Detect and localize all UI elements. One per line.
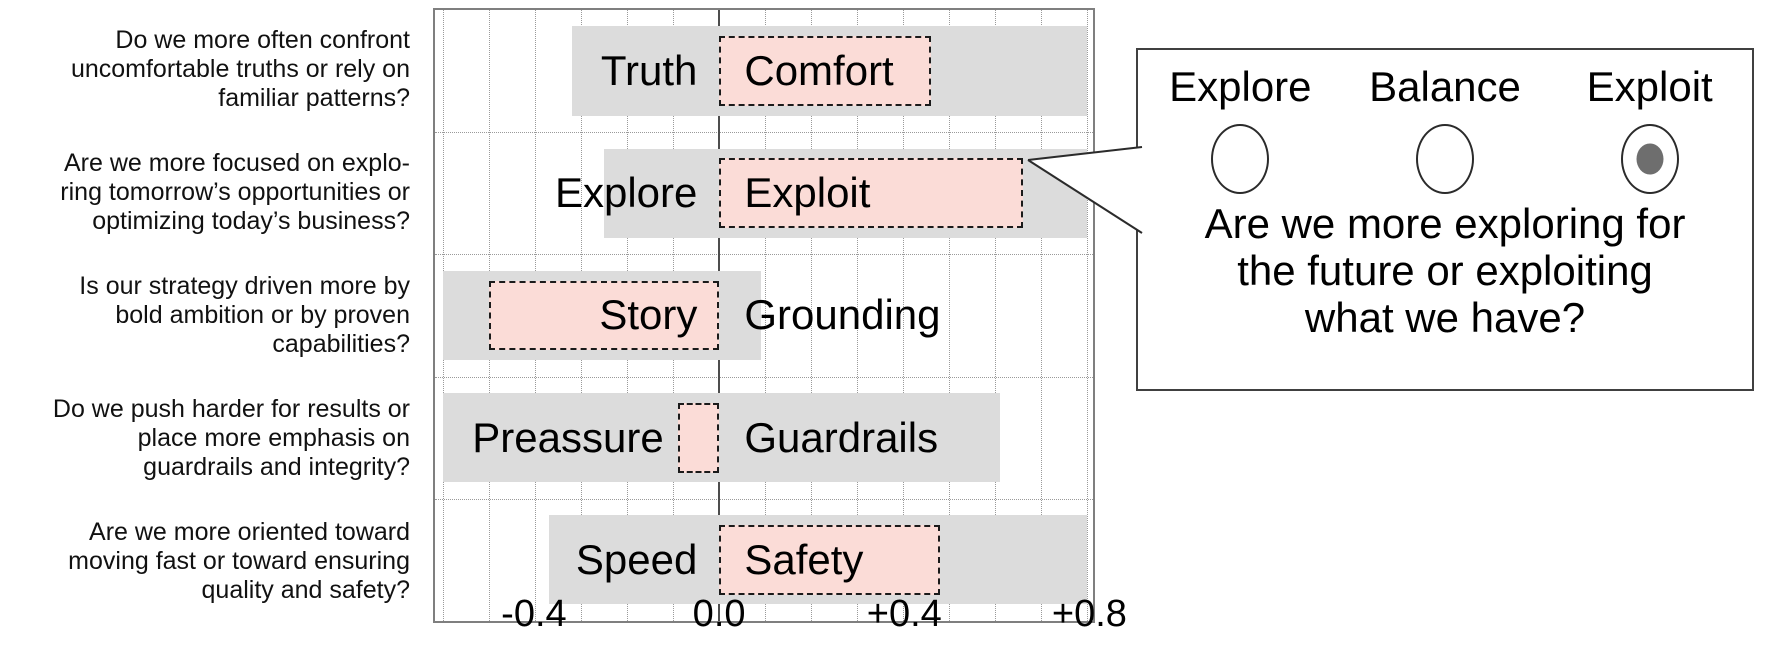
question-line: Do we push harder for results or (52, 395, 410, 423)
x-tick-label: -0.4 (501, 593, 567, 635)
question-line: Are we more focused on explo- (63, 149, 410, 177)
radio-exploit[interactable] (1620, 124, 1679, 194)
value-bar (677, 402, 720, 473)
row-question: Are we more focused on explo-ring tomorr… (14, 149, 410, 236)
value-bar (719, 158, 1024, 229)
callout-tail (1027, 146, 1143, 234)
question-line: capabilities? (272, 330, 410, 358)
right-pole-label: Safety (744, 535, 864, 583)
value-bar (719, 525, 941, 595)
question-line: ring tomorrow’s opportunities or (60, 178, 410, 206)
vertical-gridline (811, 10, 813, 621)
callout-question-line: what we have? (1304, 294, 1586, 341)
callout-option-explore: Explore (1138, 64, 1343, 194)
vertical-gridline (1041, 10, 1043, 621)
option-label: Balance (1369, 63, 1521, 110)
left-pole-label: Preassure (472, 413, 664, 461)
left-pole-label: Explore (554, 169, 698, 217)
left-pole-label: Story (599, 291, 698, 339)
callout-question-line: Are we more exploring for (1204, 200, 1686, 247)
radio-balance[interactable] (1416, 124, 1474, 194)
question-line: guardrails and integrity? (143, 453, 410, 481)
right-pole-label: Grounding (744, 291, 941, 339)
question-line: bold ambition or by proven (115, 301, 410, 329)
left-pole-label: Speed (575, 535, 698, 583)
row-separator (435, 376, 1093, 378)
question-line: Do we more often confront (115, 26, 410, 54)
vertical-gridline (857, 10, 859, 621)
vertical-gridline (765, 10, 767, 621)
question-line: quality and safety? (201, 576, 410, 604)
left-pole-label: Truth (600, 47, 698, 95)
question-line: uncomfortable truths or rely on (70, 55, 410, 83)
option-label: Exploit (1586, 63, 1713, 110)
callout-option-balance: Balance (1343, 64, 1548, 194)
callout-options-row: Explore Balance Exploit (1138, 64, 1752, 194)
row-separator (435, 498, 1093, 500)
vertical-gridline (1087, 10, 1089, 621)
slider-row: Explore Exploit (435, 132, 1093, 254)
option-label: Explore (1169, 63, 1312, 110)
vertical-gridline (995, 10, 997, 621)
radio-selected-dot (1636, 143, 1664, 175)
callout-bubble: Explore Balance Exploit Are we more explor… (1136, 48, 1754, 391)
slider-row: Truth Comfort (435, 10, 1093, 132)
x-tick-label: +0.4 (866, 593, 942, 635)
vertical-gridline (903, 10, 905, 621)
value-bar (489, 280, 720, 351)
slider-row: Story Grounding (435, 254, 1093, 376)
x-tick-label: +0.8 (1051, 593, 1127, 635)
x-tick-label: 0.0 (692, 593, 746, 635)
row-separator (435, 132, 1093, 134)
radio-explore[interactable] (1211, 124, 1270, 194)
question-line: optimizing today’s business? (92, 207, 410, 235)
question-line: place more emphasis on (137, 424, 410, 452)
question-line: familiar patterns? (218, 84, 410, 112)
question-line: Is our strategy driven more by (79, 272, 410, 300)
range-bar (443, 393, 1001, 483)
right-pole-label: Comfort (744, 47, 894, 95)
right-pole-label: Guardrails (744, 413, 939, 461)
question-line: moving fast or toward ensuring (68, 547, 410, 575)
callout-option-exploit: Exploit (1547, 64, 1752, 194)
value-bar (719, 36, 932, 106)
slider-row: Preassure Guardrails (435, 377, 1093, 499)
slider-row: Speed Safety (435, 499, 1093, 621)
callout-question-line: the future or exploiting (1237, 247, 1653, 294)
question-line: Are we more oriented toward (89, 518, 410, 546)
right-pole-label: Exploit (744, 169, 871, 217)
vertical-gridline (949, 10, 951, 621)
row-separator (435, 254, 1093, 256)
